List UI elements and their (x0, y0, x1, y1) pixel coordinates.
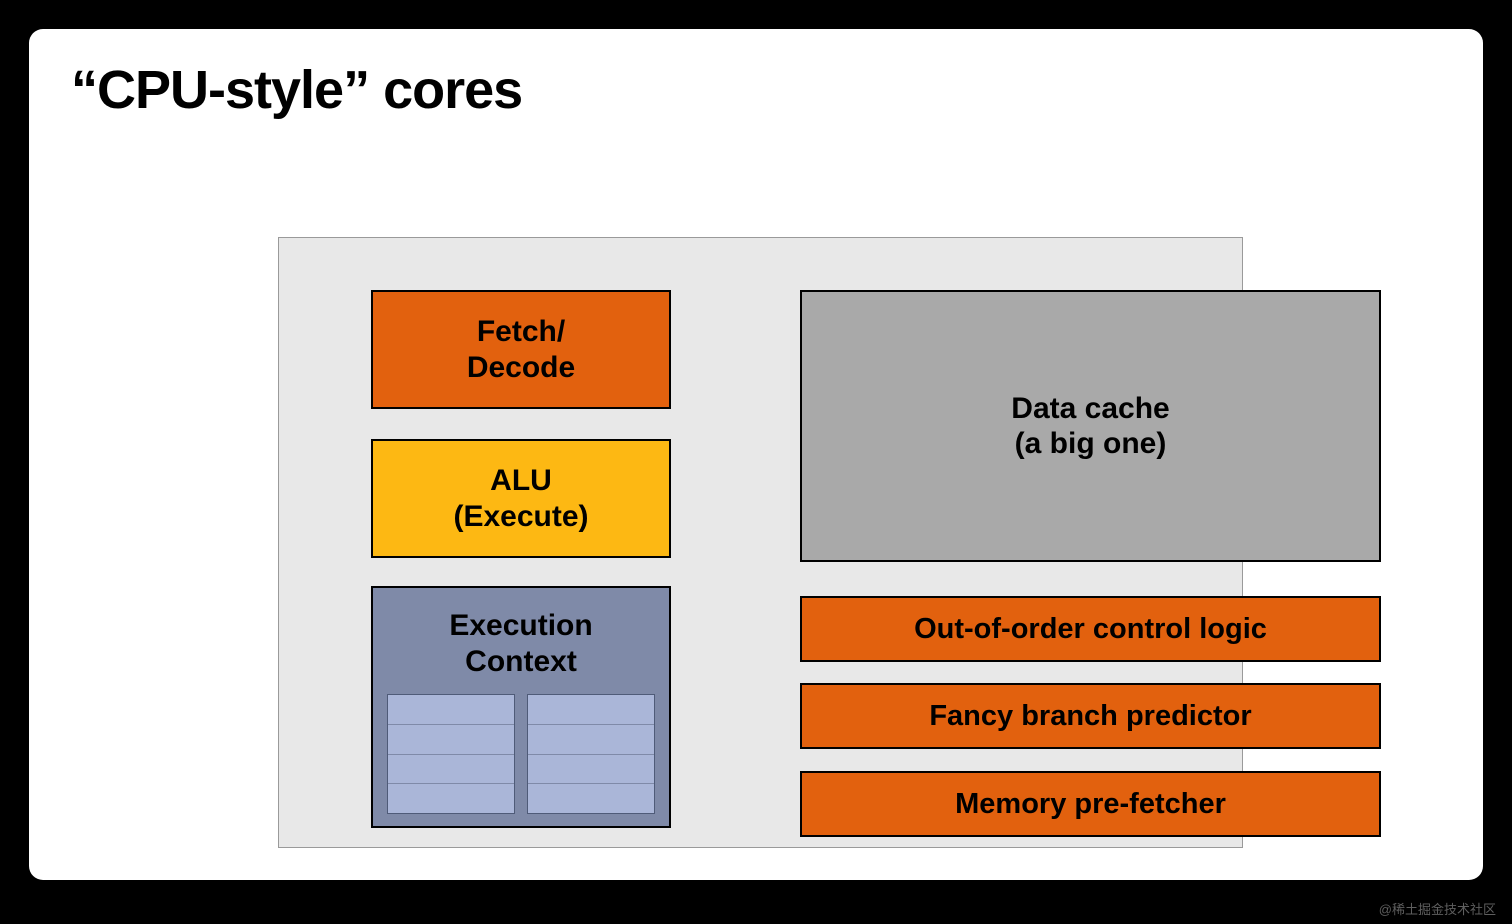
register-row (528, 695, 654, 725)
register-row (388, 725, 514, 755)
execution-context-line1: Execution (449, 609, 593, 642)
out-of-order-label: Out-of-order control logic (914, 612, 1267, 645)
alu-line2: (Execute) (453, 499, 589, 533)
fetch-decode-line2: Decode (466, 350, 576, 384)
register-row (528, 784, 654, 813)
register-row (388, 695, 514, 725)
page-title: “CPU-style” cores (71, 60, 523, 120)
slide-canvas: “CPU-style” cores Fetch/ Decode ALU (Exe… (29, 29, 1483, 880)
block-fetch-decode: Fetch/ Decode (371, 290, 671, 409)
block-alu: ALU (Execute) (371, 439, 671, 558)
block-execution-context: Execution Context (371, 586, 671, 828)
register-row (528, 725, 654, 755)
fetch-decode-line1: Fetch/ (476, 315, 566, 349)
block-out-of-order-control-logic: Out-of-order control logic (800, 596, 1381, 662)
block-data-cache: Data cache (a big one) (800, 290, 1381, 562)
execution-context-label: Execution Context (373, 608, 669, 680)
execution-context-line2: Context (465, 645, 577, 678)
block-memory-pre-fetcher: Memory pre-fetcher (800, 771, 1381, 837)
block-fancy-branch-predictor: Fancy branch predictor (800, 683, 1381, 749)
register-row (388, 784, 514, 813)
memory-pre-fetcher-label: Memory pre-fetcher (955, 787, 1226, 820)
data-cache-line2: (a big one) (1014, 427, 1167, 460)
register-file-group (387, 694, 655, 814)
watermark: @稀土掘金技术社区 (1378, 902, 1496, 917)
branch-predictor-label: Fancy branch predictor (929, 699, 1252, 732)
register-row (388, 755, 514, 785)
data-cache-line1: Data cache (1011, 391, 1170, 425)
cpu-core-diagram: Fetch/ Decode ALU (Execute) Execution Co… (278, 237, 1381, 848)
register-row (528, 755, 654, 785)
register-file-right (527, 694, 655, 814)
register-file-left (387, 694, 515, 814)
alu-line1: ALU (490, 464, 552, 498)
